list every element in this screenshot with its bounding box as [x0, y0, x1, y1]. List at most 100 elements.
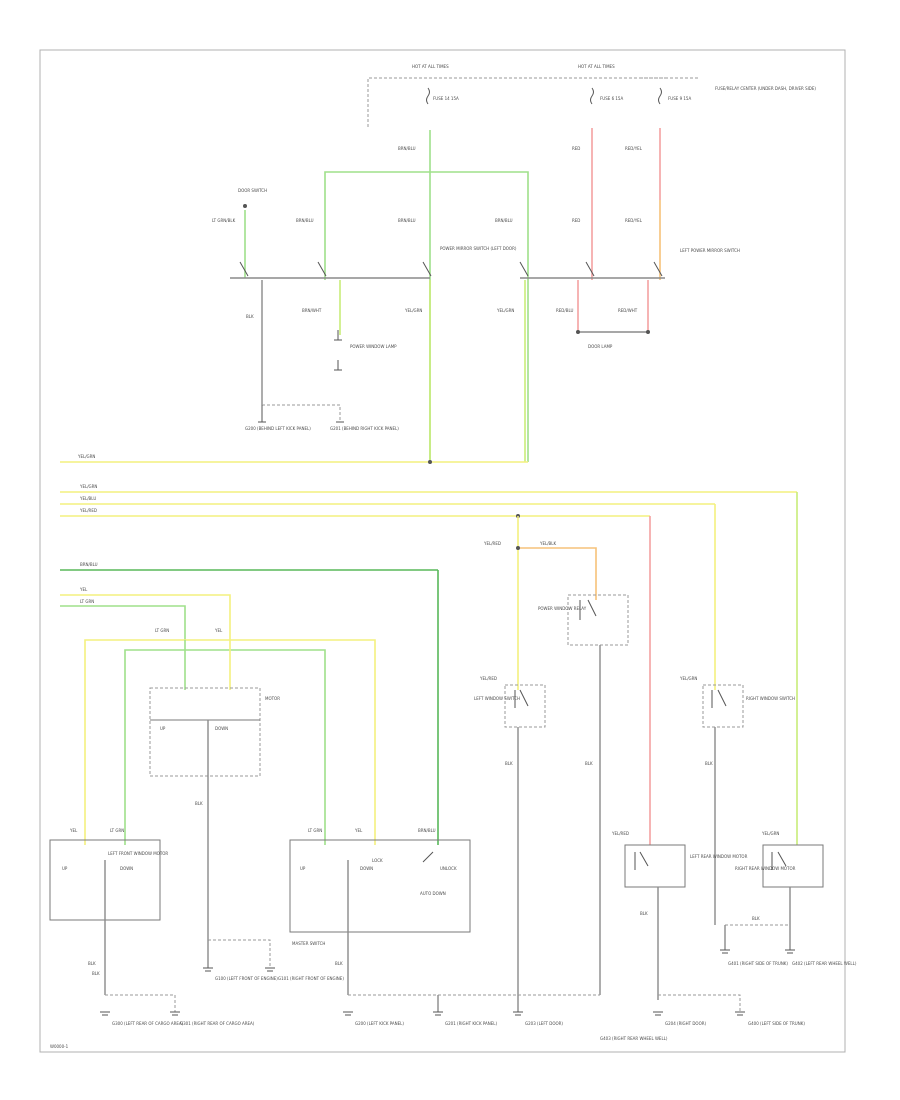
- bus-label-yel-grn: YEL/GRN: [77, 454, 95, 459]
- wire-label-blk-e: BLK: [752, 916, 760, 921]
- wire-label-blk-c: BLK: [88, 961, 96, 966]
- wire-label-yel-grn-d: YEL/GRN: [761, 831, 779, 836]
- bus-lt-grn: [60, 605, 186, 640]
- wire-label-brn-lt: BRN/BLU: [398, 146, 416, 151]
- ground-label-g11: G402 (LEFT REAR WHEEL WELL): [792, 961, 857, 966]
- power-window-relay: [567, 594, 629, 646]
- wire-label-yel-b: YEL: [214, 628, 223, 633]
- fuse-label-left: FUSE 14 15A: [433, 96, 459, 101]
- lock-label: LOCK: [372, 858, 383, 863]
- fuse-label-right: FUSE 9 15A: [668, 96, 691, 101]
- bus-label-yel: YEL: [79, 587, 88, 592]
- lamp-node-left: [576, 330, 580, 334]
- wire-label-brn-lt-c: BRN/BLU: [398, 218, 416, 223]
- window-switch-left-label: LEFT WINDOW SWITCH: [474, 696, 520, 701]
- door-switch-label: DOOR SWITCH: [238, 188, 267, 193]
- wire-label-red-yel-b: RED/YEL: [625, 218, 643, 223]
- ground-label-g9: G400 (LEFT SIDE OF TRUNK): [748, 1021, 805, 1026]
- wire-label-red-yel-a: RED/YEL: [625, 146, 643, 151]
- right-rear-window-label: RIGHT REAR WINDOW MOTOR: [735, 866, 796, 871]
- wire-lt-grn-loop: [124, 649, 326, 845]
- master-switch-box: [289, 839, 471, 933]
- wire-label-red-b: RED: [572, 218, 580, 223]
- fuse-label-mid: FUSE 6 15A: [600, 96, 623, 101]
- wire-label-blk-b: BLK: [195, 801, 203, 806]
- auto-down-label: AUTO DOWN: [420, 891, 446, 896]
- ground-label-g5: G200 (LEFT KICK PANEL): [355, 1021, 404, 1026]
- wire-label-yel-d: YEL: [354, 828, 363, 833]
- unlock-label: UNLOCK: [440, 866, 457, 871]
- footer-id: W0000-1: [50, 1044, 69, 1049]
- left-rear-window-label: LEFT REAR WINDOW MOTOR: [690, 854, 748, 859]
- right-rear-window-box: [762, 844, 824, 888]
- wire-label-brn-lt-b: BRN/BLU: [296, 218, 314, 223]
- ground-label-g2: G301 (RIGHT REAR OF CARGO AREA): [180, 1021, 255, 1026]
- ground-right-label: G201 (BEHIND RIGHT KICK PANEL): [330, 426, 399, 431]
- wire-label-lt-grn-b: LT GRN: [155, 628, 169, 633]
- wire-label-blk-d: BLK: [335, 961, 343, 966]
- wire-label-brn-wht: BRN/WHT: [302, 308, 322, 313]
- ground-label-g4: G101 (RIGHT FRONT OF ENGINE): [278, 976, 344, 981]
- wire-yel-blk: [518, 547, 597, 600]
- ground-label-g3: G100 (LEFT FRONT OF ENGINE): [215, 976, 278, 981]
- window-switch-right-label: RIGHT WINDOW SWITCH: [746, 696, 795, 701]
- wire-label-lt-grn-d: LT GRN: [308, 828, 322, 833]
- bus-label-1: YEL/GRN: [79, 484, 97, 489]
- wire-label-red-blu: RED/BLU: [556, 308, 574, 313]
- diagram-frame: [39, 49, 846, 1053]
- wire-label-yel-grn-c: YEL/GRN: [679, 676, 697, 681]
- ms-down-label: DOWN: [360, 866, 373, 871]
- power-window-relay-label: POWER WINDOW RELAY: [538, 606, 587, 611]
- wire-label-blk-i: BLK: [640, 911, 648, 916]
- wire-label-blk-g: BLK: [505, 761, 513, 766]
- mirror-down-label: DOWN: [215, 726, 228, 731]
- master-switch-label: MASTER SWITCH: [292, 941, 325, 946]
- bus-label-3: YEL/RED: [79, 508, 97, 513]
- right-window-switch: [702, 684, 744, 728]
- ground-label-g1: G300 (LEFT REAR OF CARGO AREA): [112, 1021, 184, 1026]
- ground-label-g6: G201 (RIGHT KICK PANEL): [445, 1021, 497, 1026]
- wire-label-yel-grn-b: YEL/GRN: [496, 308, 514, 313]
- ground-left-label: G200 (BEHIND LEFT KICK PANEL): [245, 426, 311, 431]
- power-mirror-motor-label: MOTOR: [265, 696, 280, 701]
- power-window-lamp-label: POWER WINDOW LAMP: [350, 344, 397, 349]
- left-front-motor-label: LEFT FRONT WINDOW MOTOR: [108, 851, 168, 856]
- bus-label-brn-blu: BRN/BLU: [80, 562, 98, 567]
- door-lamp-label: DOOR LAMP: [588, 344, 613, 349]
- wire-label-yel-red-b: YEL/RED: [483, 541, 501, 546]
- ground-symbols: [100, 949, 795, 1016]
- power-mirror-motor-box: [149, 687, 261, 777]
- wire-label-blk-a: BLK: [246, 314, 254, 319]
- wire-label-red-wht: RED/WHT: [618, 308, 638, 313]
- ground-label-g12: G403 (RIGHT REAR WHEEL WELL): [600, 1036, 668, 1041]
- power-mirror-switch-right-label: LEFT POWER MIRROR SWITCH: [680, 248, 740, 253]
- wire-label-brn-lt-d: BRN/BLU: [495, 218, 513, 223]
- lamp-node: [243, 204, 247, 208]
- wire-label-lt-grn-a: LT GRN/BLK: [212, 218, 236, 223]
- wire-brn-blu-loop: [324, 171, 529, 462]
- bus-label-2: YEL/BLU: [79, 496, 96, 501]
- relay-node: [516, 546, 520, 550]
- bus-node: [428, 460, 432, 464]
- wire-label-yel-grn-a: YEL/GRN: [404, 308, 422, 313]
- wire-label-brn-blu-e: BRN/BLU: [418, 828, 436, 833]
- wire-label-yel-blk: YEL/BLK: [539, 541, 557, 546]
- power-mirror-switch-label: POWER MIRROR SWITCH (LEFT DOOR): [440, 246, 517, 251]
- hot-label-right: HOT AT ALL TIMES: [578, 64, 615, 69]
- ground-label-g7: G203 (LEFT DOOR): [525, 1021, 563, 1026]
- left-rear-window-box: [624, 844, 686, 888]
- mirror-up-label: UP: [160, 726, 166, 731]
- lamp-node-right: [646, 330, 650, 334]
- wire-label-yel-red-bus: YEL/RED: [611, 831, 629, 836]
- ground-label-g8: G204 (RIGHT DOOR): [665, 1021, 707, 1026]
- left-window-switch: [504, 684, 546, 728]
- door-switch-contacts: [239, 261, 663, 277]
- fuse-panel: HOT AT ALL TIMES HOT AT ALL TIMES FUSE 1…: [367, 64, 816, 127]
- wire-label-blk-f: BLK: [705, 761, 713, 766]
- wire-label-yel-c: YEL: [69, 828, 78, 833]
- lf-down-label: DOWN: [120, 866, 133, 871]
- lf-up-label: UP: [62, 866, 68, 871]
- bus-label-lt-grn: LT GRN: [80, 599, 94, 604]
- ground-label-g10: G401 (RIGHT SIDE OF TRUNK): [728, 961, 788, 966]
